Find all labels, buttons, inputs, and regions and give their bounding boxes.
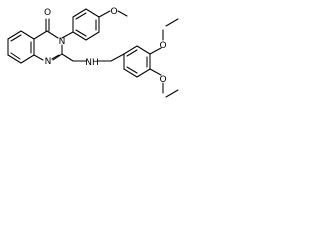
methoxyphenyl-ring: [61, 8, 128, 41]
amine-linker: [61, 53, 125, 62]
veratryl-top-methoxy-oxygen-label: O: [159, 41, 166, 51]
ring-nitrogen-top-label: N: [59, 37, 66, 47]
carbonyl-oxygen-label: O: [44, 8, 51, 18]
phenyl-methoxy-oxygen-label: O: [110, 7, 117, 17]
pyrimidinone-ring: [33, 18, 63, 61]
dimethoxyphenyl-ring: [123, 18, 179, 98]
chemical-structure-diagram: O N N NH O O O: [7, 7, 179, 98]
veratryl-bottom-methoxy-oxygen-label: O: [159, 75, 166, 85]
benzo-ring: [7, 30, 35, 64]
amine-nh-label: NH: [85, 58, 99, 68]
ring-nitrogen-bottom-label: N: [45, 57, 52, 67]
